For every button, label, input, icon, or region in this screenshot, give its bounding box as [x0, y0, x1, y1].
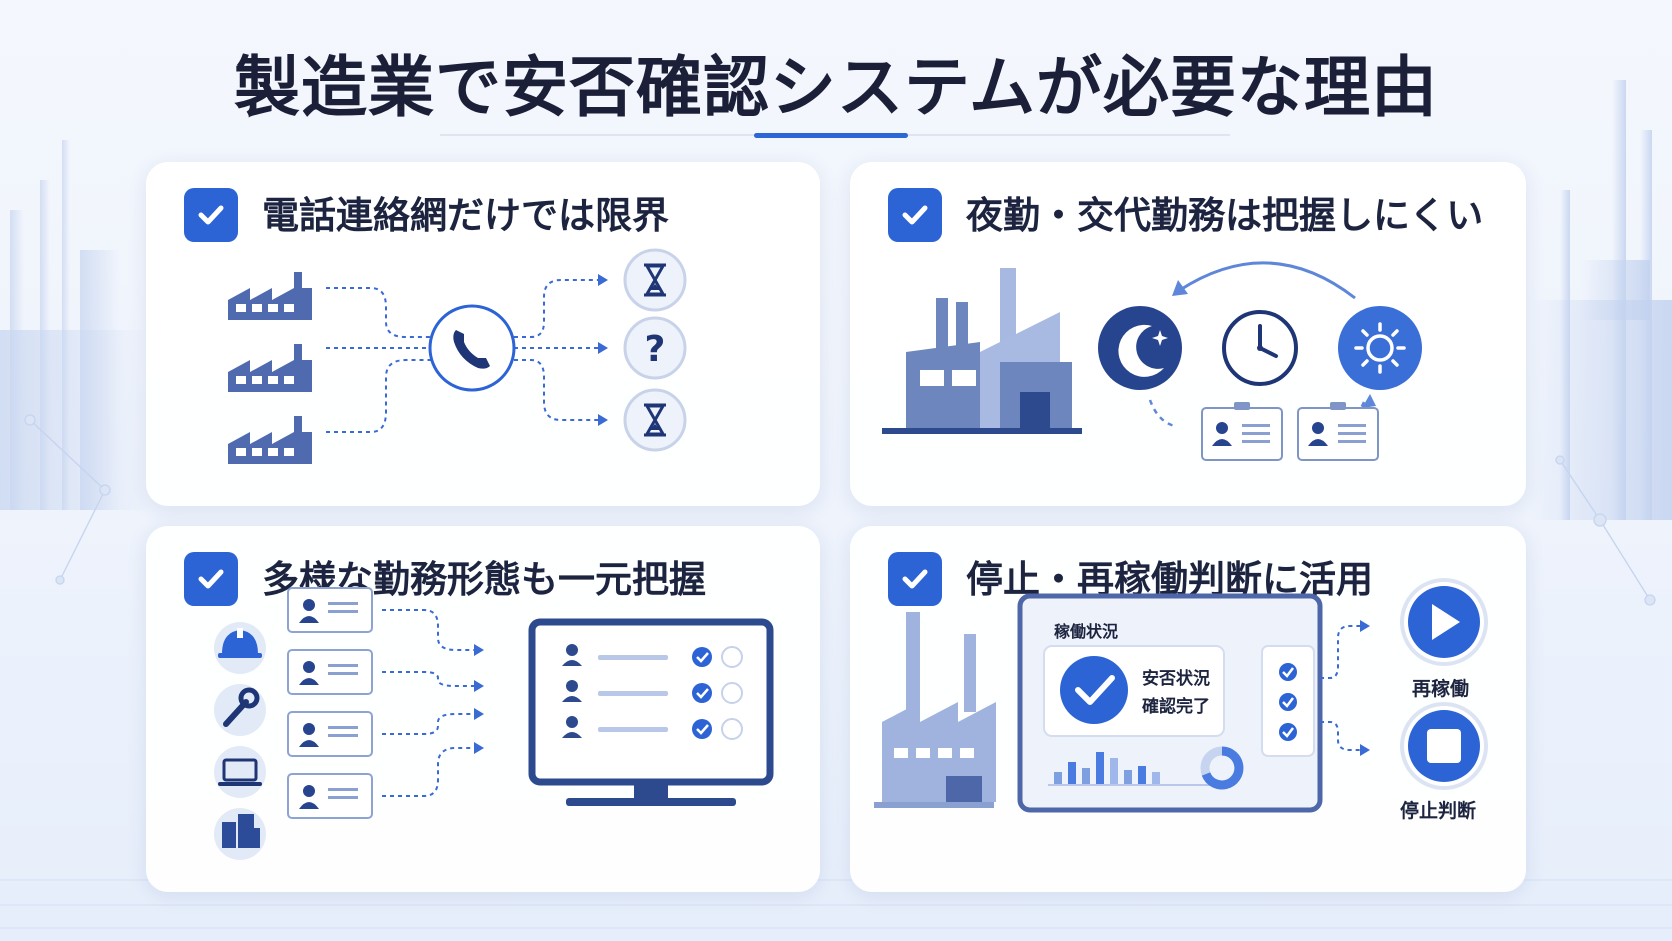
id-card-icon	[287, 649, 373, 695]
laptop-icon	[218, 758, 262, 786]
status-line-1: 安否状況	[1142, 669, 1210, 689]
sun-icon	[1338, 306, 1422, 390]
card-restart-decision: 停止・再稼働判断に活用	[850, 526, 1526, 892]
id-card-icon	[287, 711, 373, 757]
question-mark: ?	[645, 329, 666, 370]
check-icon	[1060, 656, 1128, 724]
check-icon	[184, 552, 238, 606]
card-heading: 夜勤・交代勤務は把握しにくい	[966, 194, 1484, 237]
moon-icon	[1098, 306, 1182, 390]
factory-icon	[882, 268, 1082, 434]
title-accent-bar	[754, 133, 908, 138]
wrench-icon	[223, 687, 260, 727]
screen-title: 稼働状況	[1054, 622, 1119, 641]
id-card-icon	[287, 773, 373, 819]
clock-icon	[1222, 310, 1298, 386]
hourglass-icon	[623, 388, 687, 452]
phone-icon	[428, 304, 516, 392]
card-heading: 電話連絡網だけでは限界	[262, 194, 669, 237]
stop-decision-label: 停止判断	[1400, 800, 1477, 822]
shift-cycle-illustration	[882, 261, 1422, 461]
id-card-icon	[1297, 402, 1379, 461]
id-card-icon	[287, 587, 373, 633]
status-line-2: 確認完了	[1142, 697, 1210, 717]
check-icon	[888, 552, 942, 606]
restart-label: 再稼働	[1412, 678, 1470, 700]
phone-chain-illustration: ?	[228, 248, 687, 464]
bar-chart-icon	[1048, 752, 1228, 786]
stop-icon	[1400, 702, 1488, 790]
card-phone-limit: 電話連絡網だけでは限界	[146, 162, 820, 506]
page-title: 製造業で安否確認システムが必要な理由	[233, 49, 1439, 126]
id-card-icon	[1201, 402, 1283, 461]
card-night-shift: 夜勤・交代勤務は把握しにくい	[850, 162, 1526, 506]
question-icon: ?	[623, 316, 687, 380]
donut-chart-icon	[1200, 746, 1244, 790]
hourglass-icon	[623, 248, 687, 312]
monitor-icon	[528, 618, 774, 806]
hard-hat-icon	[218, 628, 262, 658]
building-icon	[222, 814, 260, 848]
workstyle-aggregation-illustration	[214, 587, 774, 860]
check-icon	[184, 188, 238, 242]
factory-icon	[874, 612, 996, 808]
factory-icon	[228, 272, 312, 464]
check-icon	[888, 188, 942, 242]
play-icon	[1400, 578, 1488, 666]
card-unified-workstyles: 多様な勤務形態も一元把握	[146, 526, 820, 892]
operation-dashboard-illustration	[874, 578, 1488, 813]
